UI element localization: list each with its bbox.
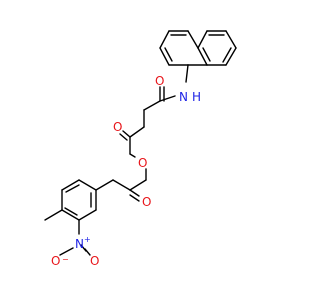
nitro-o-charge: −: [62, 255, 69, 264]
nitro-o-single-label: O: [51, 254, 60, 268]
amide-n-label: N: [179, 90, 188, 104]
ester-o-label: O: [138, 156, 147, 170]
atom-labels: H N O O O O N + O − O: [51, 74, 201, 268]
chemical-structure: H N O O O O N + O − O: [44, 30, 237, 268]
amide-h-label: H: [192, 90, 201, 104]
ester-carbonyl-o-label: O: [113, 120, 122, 134]
nitro-o-double-label: O: [90, 254, 99, 268]
ketone-o-label: O: [142, 195, 151, 209]
nitro-n-label: N: [75, 237, 84, 251]
amide-o-label: O: [155, 74, 164, 88]
nitro-n-charge: +: [84, 235, 91, 244]
bond-lines: [44, 30, 237, 256]
